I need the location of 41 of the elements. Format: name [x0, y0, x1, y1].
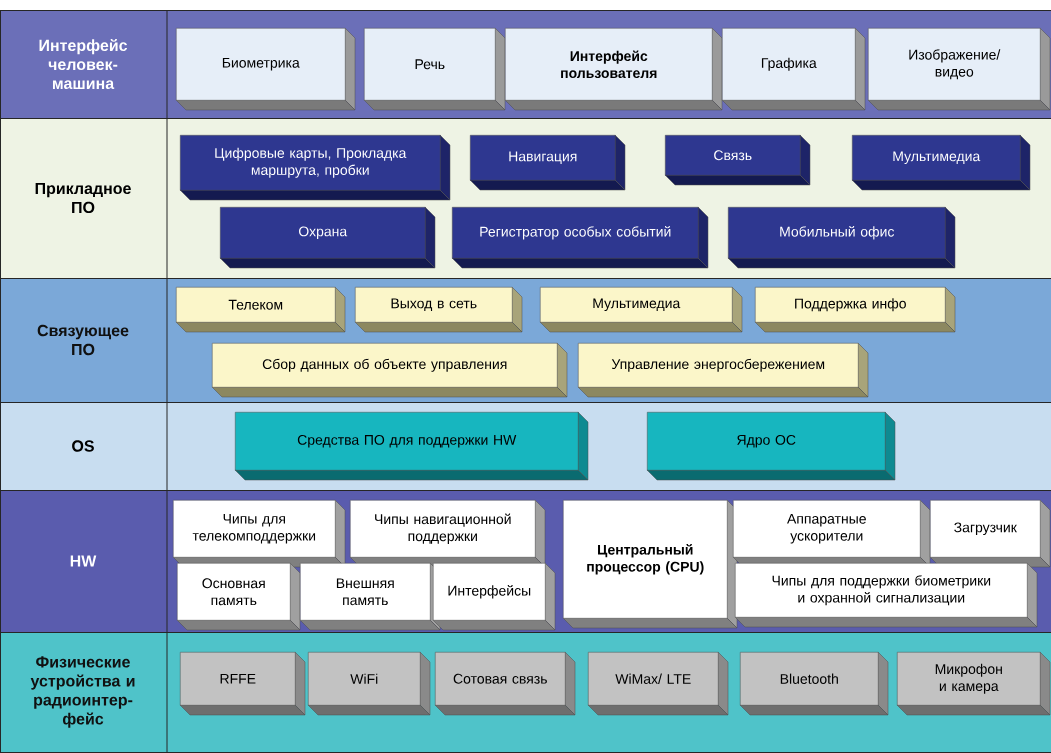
module-box: WiFi [307, 651, 431, 716]
module-box: WiMax/ LTE [587, 651, 729, 716]
module-box: Выход в сеть [354, 286, 523, 333]
module-box: Поддержка инфо [754, 286, 956, 333]
module-box: Речь [363, 27, 506, 111]
module-box: Мультимедиа [851, 134, 1031, 191]
module-box: Средства ПО для поддержки HW [234, 411, 589, 481]
module-box: Управление энергосбережением [577, 342, 869, 398]
module-box: Ядро ОС [646, 411, 896, 481]
module-box: Телеком [175, 286, 346, 333]
layer-label: OS [72, 440, 94, 452]
module-box: Внешняя память [299, 562, 441, 631]
module-box: Цифровые карты, Прокладка маршрута, пробки [179, 134, 451, 201]
module-box: Чипы для поддержки биометрики и охранной сигнализации [734, 562, 1038, 628]
module-box: Графика [721, 27, 866, 111]
module-box: Биометрика [175, 27, 356, 111]
module-box: Сбор данных об объекте управления [211, 342, 568, 398]
module-box: Сотовая связь [434, 651, 576, 716]
module-box: Охрана [219, 206, 436, 269]
module-box: Bluetooth [739, 651, 889, 716]
module-box: Регистратор особых событий [451, 206, 709, 269]
module-box: Чипы для телекомподдержки [172, 499, 346, 568]
layer-label: Связующее ПО [37, 324, 129, 356]
module-box: Аппаратные ускорители [732, 499, 931, 568]
module-box: Навигация [469, 134, 626, 191]
module-box: Основная память [176, 562, 301, 631]
module-box: Мобильный офис [727, 206, 956, 269]
layer-label: Прикладное ПО [35, 182, 131, 214]
module-box: Мультимедиа [539, 286, 743, 333]
module-box: Загрузчик [929, 499, 1051, 568]
module-box: RFFE [179, 651, 306, 716]
module-box: Интерфейсы [432, 562, 556, 631]
module-box: Микрофон и камера [896, 651, 1051, 716]
layer-label: Интерфейс человек-машина [39, 39, 128, 90]
module-box: Центральный процессор (CPU) [562, 499, 738, 629]
module-box: Чипы навигационной поддержки [349, 499, 546, 568]
layer-label: HW [70, 555, 97, 567]
layer-label: Физические устройства и радиоинтер-фейс [30, 656, 135, 728]
module-box: Интерфейс пользователя [504, 27, 723, 111]
module-box: Связь [664, 134, 811, 186]
module-box: Изображение/ видео [867, 27, 1051, 111]
